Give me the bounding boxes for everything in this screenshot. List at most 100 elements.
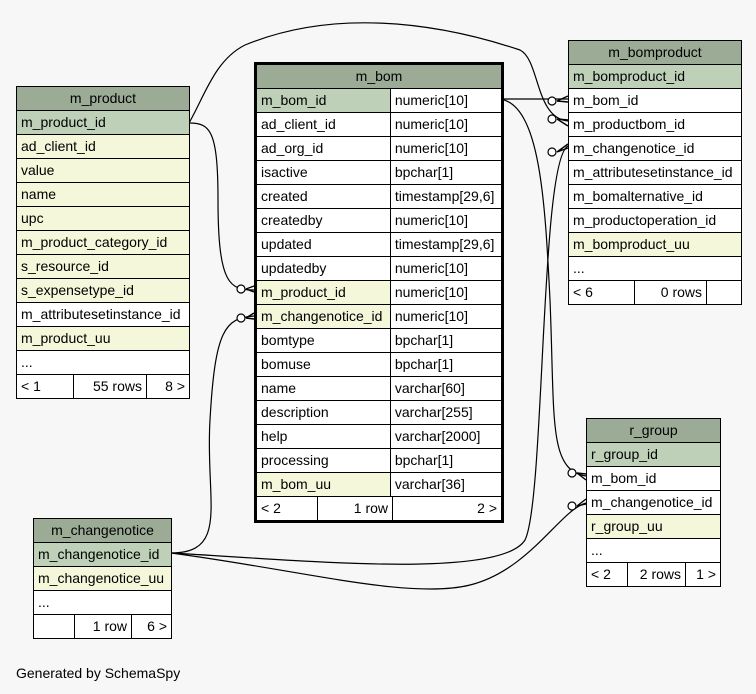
column-row: m_productbom_id [569, 113, 741, 137]
children-count[interactable]: 6 > [131, 615, 171, 638]
column-name: ... [38, 594, 50, 610]
column-name: r_group_id [591, 446, 658, 462]
parents-count[interactable]: < 2 [591, 566, 611, 582]
column-row: m_bomproduct_uu [569, 233, 741, 257]
column-row: created timestamp[29,6] [257, 185, 501, 209]
column-name: m_bom_id [573, 92, 639, 108]
column-name: upc [21, 210, 44, 226]
column-type: numeric[10] [389, 281, 501, 304]
column-row: updated timestamp[29,6] [257, 233, 501, 257]
column-row: createdby numeric[10] [257, 209, 501, 233]
table-title: m_bomproduct [569, 41, 741, 65]
column-type: varchar[60] [389, 377, 501, 400]
column-row: m_bom_uu varchar[36] [257, 473, 501, 497]
edge-product-bom [188, 122, 255, 291]
children-count[interactable]: 8 > [146, 375, 189, 398]
column-row: ... [17, 351, 189, 375]
column-row: m_product_uu [17, 327, 189, 351]
column-row: r_group_uu [587, 515, 720, 539]
edge-bom-rgroup [499, 98, 587, 477]
column-row: name [17, 183, 189, 207]
column-name: m_product_category_id [21, 234, 168, 250]
column-type: varchar[2000] [389, 425, 501, 448]
column-row: ... [587, 539, 720, 563]
column-row: ad_client_id [17, 135, 189, 159]
column-name: ad_client_id [261, 116, 336, 132]
column-row: updatedby numeric[10] [257, 257, 501, 281]
column-row: m_product_id [17, 111, 189, 135]
column-name: m_product_id [21, 114, 106, 130]
column-row: m_bom_id numeric[10] [257, 89, 501, 113]
column-type: bpchar[1] [389, 329, 501, 352]
column-type: numeric[10] [389, 209, 501, 232]
column-name: m_product_id [261, 284, 346, 300]
column-name: created [261, 188, 308, 204]
column-row: name varchar[60] [257, 377, 501, 401]
table-m_changenotice[interactable]: m_changenotice m_changenotice_id m_chang… [33, 518, 172, 639]
column-name: updatedby [261, 260, 327, 276]
column-name: m_attributesetinstance_id [573, 164, 733, 180]
children-count[interactable] [706, 281, 741, 304]
column-name: ad_org_id [261, 140, 324, 156]
column-name: m_changenotice_id [573, 140, 695, 156]
edge-changenotice-rgroup [170, 502, 587, 590]
parents-count[interactable] [34, 615, 74, 638]
column-name: m_changenotice_id [261, 308, 383, 324]
parents-count[interactable]: < 6 [573, 284, 593, 300]
column-type: timestamp[29,6] [389, 233, 501, 256]
column-name: m_changenotice_id [38, 546, 160, 562]
column-row: m_product_category_id [17, 231, 189, 255]
column-name: m_product_uu [21, 330, 111, 346]
row-count: 2 rows [627, 563, 685, 586]
parents-count[interactable]: < 2 [261, 500, 281, 516]
column-type: bpchar[1] [389, 353, 501, 376]
column-name: m_bomproduct_uu [573, 236, 690, 252]
parents-count[interactable]: < 1 [21, 378, 41, 394]
row-count: 0 rows [634, 281, 706, 304]
table-title: m_changenotice [34, 519, 171, 543]
column-type: varchar[255] [389, 401, 501, 424]
column-name: m_bom_id [261, 92, 327, 108]
column-name: m_bom_id [591, 470, 657, 486]
column-name: name [261, 380, 297, 396]
column-name: m_changenotice_id [591, 494, 713, 510]
table-footer: 1 row 6 > [34, 615, 171, 638]
column-name: value [21, 162, 55, 178]
column-type: numeric[10] [389, 257, 501, 280]
column-type: bpchar[1] [389, 161, 501, 184]
column-name: createdby [261, 212, 323, 228]
column-row: value [17, 159, 189, 183]
column-row: ... [34, 591, 171, 615]
column-type: numeric[10] [389, 89, 501, 112]
table-m_product[interactable]: m_product m_product_id ad_client_id valu… [16, 86, 190, 399]
column-name: m_bomproduct_id [573, 68, 686, 84]
table-footer: < 6 0 rows [569, 281, 741, 304]
column-name: isactive [261, 164, 308, 180]
column-row: isactive bpchar[1] [257, 161, 501, 185]
column-name: m_changenotice_uu [38, 570, 165, 586]
column-name: m_productbom_id [573, 116, 686, 132]
column-type: varchar[36] [389, 473, 501, 496]
table-r_group[interactable]: r_group r_group_id m_bom_id m_changenoti… [586, 418, 721, 587]
row-count: 55 rows [73, 375, 146, 398]
column-type: bpchar[1] [389, 449, 501, 472]
column-type: timestamp[29,6] [389, 185, 501, 208]
column-row: m_attributesetinstance_id [17, 303, 189, 327]
column-name: m_bom_uu [261, 476, 332, 492]
column-row: s_expensetype_id [17, 279, 189, 303]
column-name: processing [261, 452, 329, 468]
column-name: updated [261, 236, 312, 252]
column-type: numeric[10] [389, 305, 501, 328]
children-count[interactable]: 1 > [685, 563, 720, 586]
table-title: r_group [587, 419, 720, 443]
table-m_bomproduct[interactable]: m_bomproduct m_bomproduct_id m_bom_id m_… [568, 40, 742, 305]
column-name: ad_client_id [21, 138, 96, 154]
children-count[interactable]: 2 > [392, 497, 501, 520]
edge-changenotice-bom [170, 315, 255, 554]
column-row: s_resource_id [17, 255, 189, 279]
table-footer: < 1 55 rows 8 > [17, 375, 189, 398]
